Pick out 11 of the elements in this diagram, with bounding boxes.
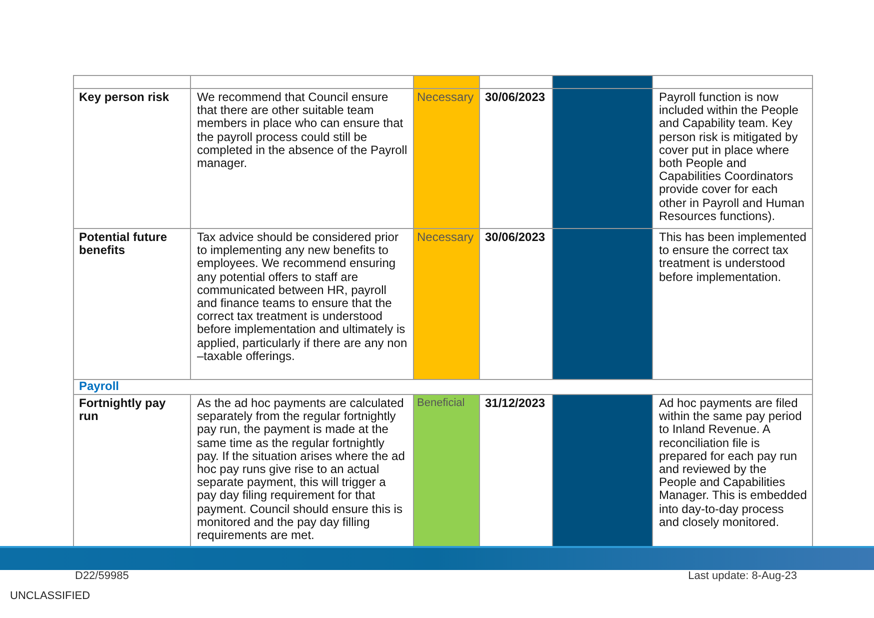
priority-rating: Necessary [414,228,480,380]
priority-rating: Beneficial [414,394,480,547]
document-number: D22/59985 [75,570,129,582]
row-heading: Potential future benefits [74,228,190,380]
last-update-text: Last update: 8-Aug-23 [688,570,797,582]
row-heading: Key person risk [74,88,190,228]
priority-rating: Necessary [414,88,480,228]
management-response: This has been implemented to ensure the correct tax treatment is understood before implementation. [652,228,812,380]
management-response: Payroll function is now included within the People and Capability team. Key person risk is mitigated by cover put in place where both People and Capabilities Coordinators provide cover for each other in Payroll and Human Resources functions). [652,88,812,228]
classification-text: UNCLASSIFIED [10,590,90,602]
section-heading: Payroll [79,379,120,393]
